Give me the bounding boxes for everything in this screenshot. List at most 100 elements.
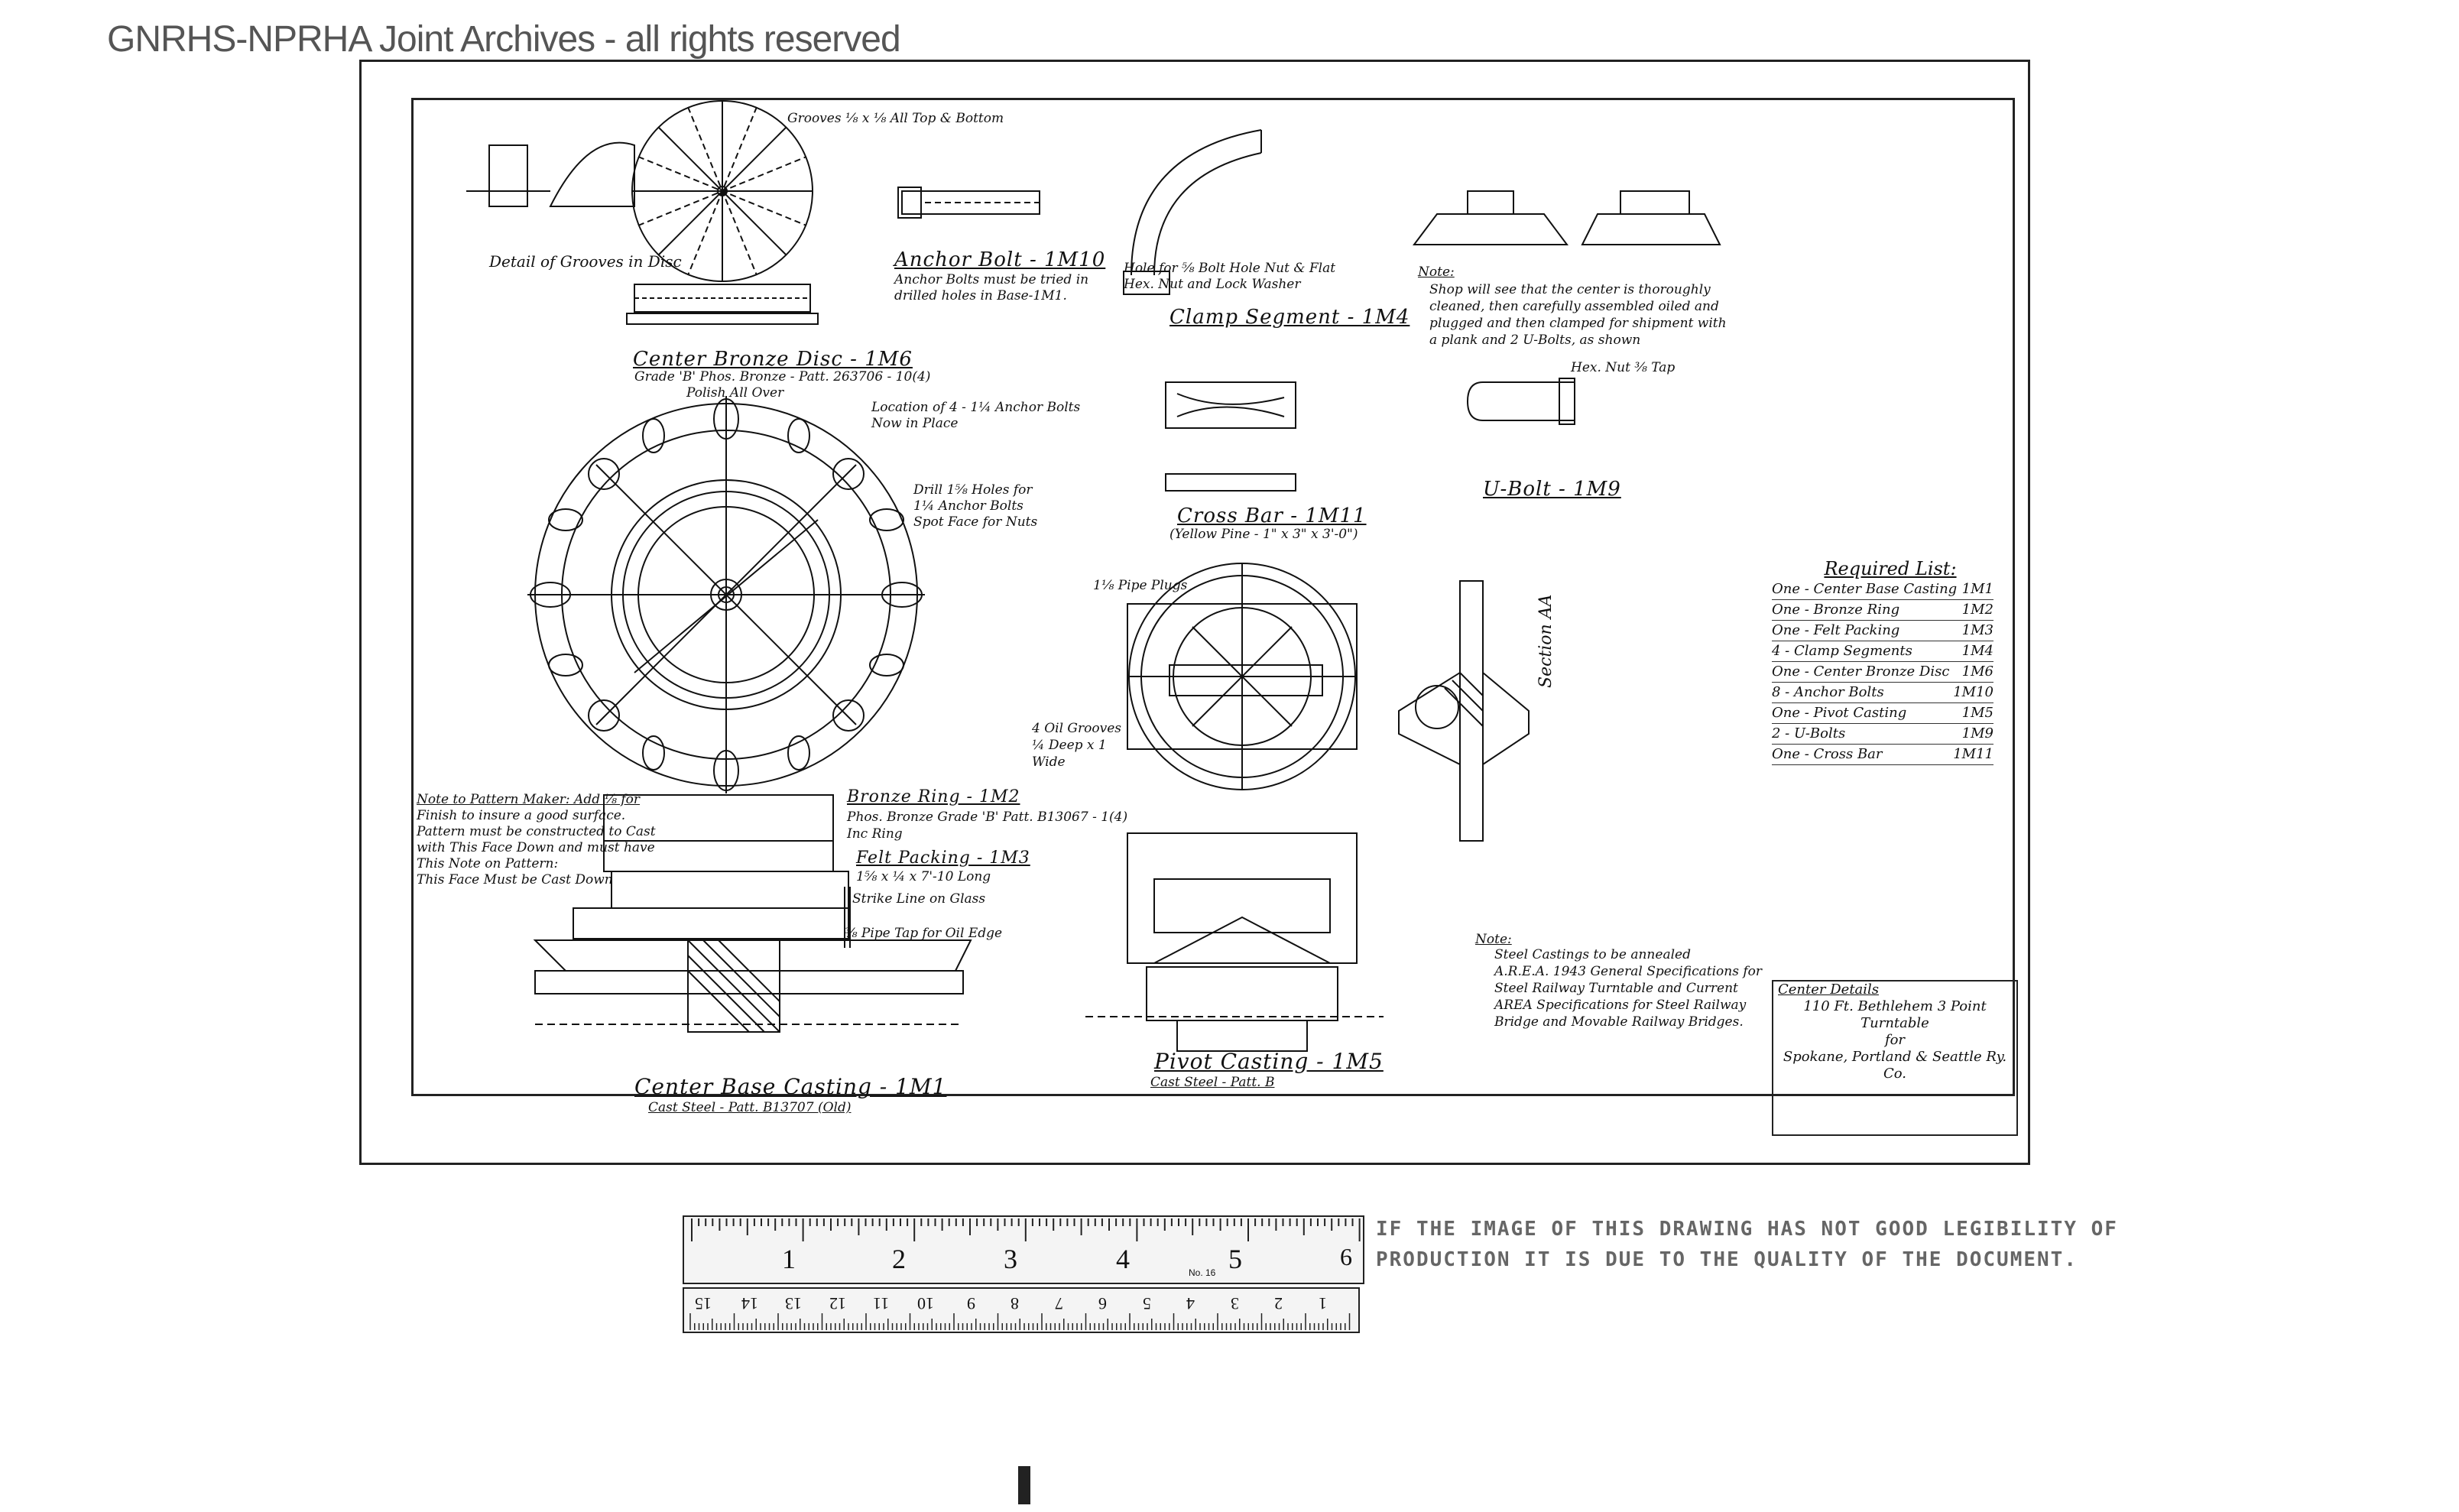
disclaimer-line-2: PRODUCTION IT IS DUE TO THE QUALITY OF T… (1376, 1248, 2078, 1271)
oil-grooves-label: 4 Oil Grooves ¼ Deep x 1 Wide (1032, 721, 1121, 770)
ruler-cm-number: 5 (1143, 1294, 1151, 1313)
ruler-number: 3 (1004, 1244, 1017, 1274)
center-base-casting-title: Center Base Casting - 1M1 (634, 1074, 947, 1099)
steel-note-line-5: Bridge and Movable Railway Bridges. (1494, 1014, 1744, 1030)
shop-note-line-4: a plank and 2 U-Bolts, as shown (1429, 333, 1641, 348)
binder-mark (1018, 1466, 1030, 1504)
pivot-casting-view (1085, 563, 1384, 1052)
bronze-ring-note-1: Phos. Bronze Grade 'B' Patt. B13067 - 1(… (847, 810, 1128, 825)
bronze-disc-note-1: Grade 'B' Phos. Bronze - Patt. 263706 - … (634, 369, 931, 384)
clamp-segment-note-1: Hole for ⅝ Bolt Hole Nut & Flat (1124, 261, 1336, 276)
center-bronze-disc-title: Center Bronze Disc - 1M6 (633, 348, 913, 371)
section-aa-view (1398, 580, 1530, 842)
strike-line-label: Strike Line on Glass (852, 891, 986, 907)
ruler-cm-number: 2 (1274, 1294, 1283, 1313)
clamp-segment-view (1123, 129, 1262, 295)
anchor-bolt-title: Anchor Bolt - 1M10 (894, 248, 1106, 271)
pattern-note-6: This Face Must be Cast Down (417, 872, 613, 887)
groove-detail (466, 141, 635, 207)
bronze-ring-title: Bronze Ring - 1M2 (847, 787, 1020, 806)
u-bolt-title: U-Bolt - 1M9 (1483, 478, 1621, 501)
steel-note-title: Note: (1475, 932, 1512, 947)
shop-note-title: Note: (1418, 264, 1455, 280)
title-block-line-4: Spokane, Portland & Seattle Ry. Co. (1783, 1049, 2007, 1082)
drill-note-1: Drill 1⅝ Holes for (913, 482, 1033, 498)
required-list-title: Required List: (1824, 558, 1957, 579)
ruler-number: 2 (892, 1244, 906, 1274)
scale-ruler-inches: 1 2 3 4 5 6 No. 16 (683, 1215, 1364, 1284)
anchor-bolt-note-1: Anchor Bolts must be tried in (894, 272, 1089, 287)
clamp-segment-title: Clamp Segment - 1M4 (1169, 306, 1410, 329)
required-list: Required List: One - Center Base Casting… (1772, 558, 1993, 765)
ruler-cm-number: 9 (967, 1294, 975, 1313)
grooves-note: Grooves ⅛ x ⅛ All Top & Bottom (787, 111, 1004, 126)
ruler-cm-number: 15 (695, 1294, 712, 1313)
section-aa-label: Section AA (1536, 594, 1556, 688)
ruler-cm-number: 1 (1319, 1294, 1327, 1313)
ruler-cm-number: 4 (1186, 1294, 1195, 1313)
pattern-note-2: Finish to insure a good surface. (417, 808, 626, 823)
u-bolt-note: Hex. Nut ⅜ Tap (1571, 360, 1676, 375)
scale-ruler-centimeters: 1 2 3 4 5 6 7 8 9 10 11 12 13 14 15 (683, 1287, 1360, 1333)
anchor-location-note-1: Location of 4 - 1¼ Anchor Bolts (871, 400, 1081, 415)
center-base-casting-note: Cast Steel - Patt. B13707 (Old) (648, 1100, 852, 1115)
felt-packing-note: 1⅝ x ¼ x 7'-10 Long (856, 869, 991, 884)
ruler-cm-number: 8 (1011, 1294, 1019, 1313)
base-casting-section (533, 794, 972, 1033)
shop-note-line-3: plugged and then clamped for shipment wi… (1429, 316, 1727, 331)
pattern-note-3: Pattern must be constructed to Cast (417, 824, 656, 839)
ruler-ticks (691, 1218, 1361, 1241)
pipe-tap-label: ⅜ Pipe Tap for Oil Edge (845, 926, 1003, 941)
drill-note-2: 1¼ Anchor Bolts (913, 498, 1024, 514)
steel-note-line-2: A.R.E.A. 1943 General Specifications for (1494, 964, 1762, 979)
cross-bar-note: (Yellow Pine - 1" x 3" x 3'-0") (1169, 527, 1358, 542)
pivot-casting-title: Pivot Casting - 1M5 (1154, 1049, 1384, 1074)
ruler-cm-number: 3 (1231, 1294, 1239, 1313)
title-block-line-2: 110 Ft. Bethlehem 3 Point Turntable (1803, 998, 1987, 1031)
disclaimer-line-1: IF THE IMAGE OF THIS DRAWING HAS NOT GOO… (1376, 1218, 2118, 1241)
ruler-cm-number: 11 (873, 1294, 890, 1313)
bronze-disc-note-2: Polish All Over (686, 385, 784, 401)
bronze-disc-plan (626, 100, 819, 325)
ruler-cm-number: 12 (829, 1294, 846, 1313)
anchor-bolt-note-2: drilled holes in Base-1M1. (894, 288, 1067, 303)
drawing-border (411, 98, 2015, 1096)
legibility-disclaimer: IF THE IMAGE OF THIS DRAWING HAS NOT GOO… (1376, 1214, 2118, 1275)
ruler-cm-number: 7 (1055, 1294, 1063, 1313)
archive-watermark: GNRHS-NPRHA Joint Archives - all rights … (107, 19, 901, 60)
steel-note-line-3: Steel Railway Turntable and Current (1494, 981, 1738, 996)
drill-note-3: Spot Face for Nuts (913, 514, 1038, 530)
pivot-casting-note: Cast Steel - Patt. B (1150, 1075, 1275, 1090)
bronze-ring-note-2: Inc Ring (847, 826, 903, 842)
pipe-plugs-label: 1⅛ Pipe Plugs (1093, 578, 1188, 593)
ruler-cm-number: 6 (1098, 1294, 1107, 1313)
title-block: Center Details 110 Ft. Bethlehem 3 Point… (1772, 980, 2018, 1136)
clamp-segment-note-2: Hex. Nut and Lock Washer (1124, 277, 1301, 292)
grooves-detail-title: Detail of Grooves in Disc (489, 252, 682, 271)
drawing-sheet (359, 60, 2030, 1165)
pattern-note-5: This Note on Pattern: (417, 856, 559, 871)
ruler-number: 4 (1116, 1244, 1130, 1274)
ruler-model: No. 16 (1189, 1267, 1216, 1278)
ruler-number: 6 (1340, 1243, 1352, 1270)
title-block-line-3: for (1884, 1032, 1906, 1048)
ruler-cm-number: 13 (785, 1294, 802, 1313)
anchor-location-note-2: Now in Place (871, 416, 959, 431)
ruler-cm-number: 14 (741, 1294, 758, 1313)
ruler-number: 1 (782, 1244, 796, 1274)
ruler-cm-ticks (689, 1313, 1351, 1330)
u-bolt-view (1466, 378, 1575, 425)
ruler-cm-number: 10 (917, 1294, 934, 1313)
steel-note-line-1: Steel Castings to be annealed (1494, 947, 1691, 962)
cross-bar-view (1165, 381, 1296, 492)
title-block-line-1: Center Details (1778, 982, 1880, 998)
